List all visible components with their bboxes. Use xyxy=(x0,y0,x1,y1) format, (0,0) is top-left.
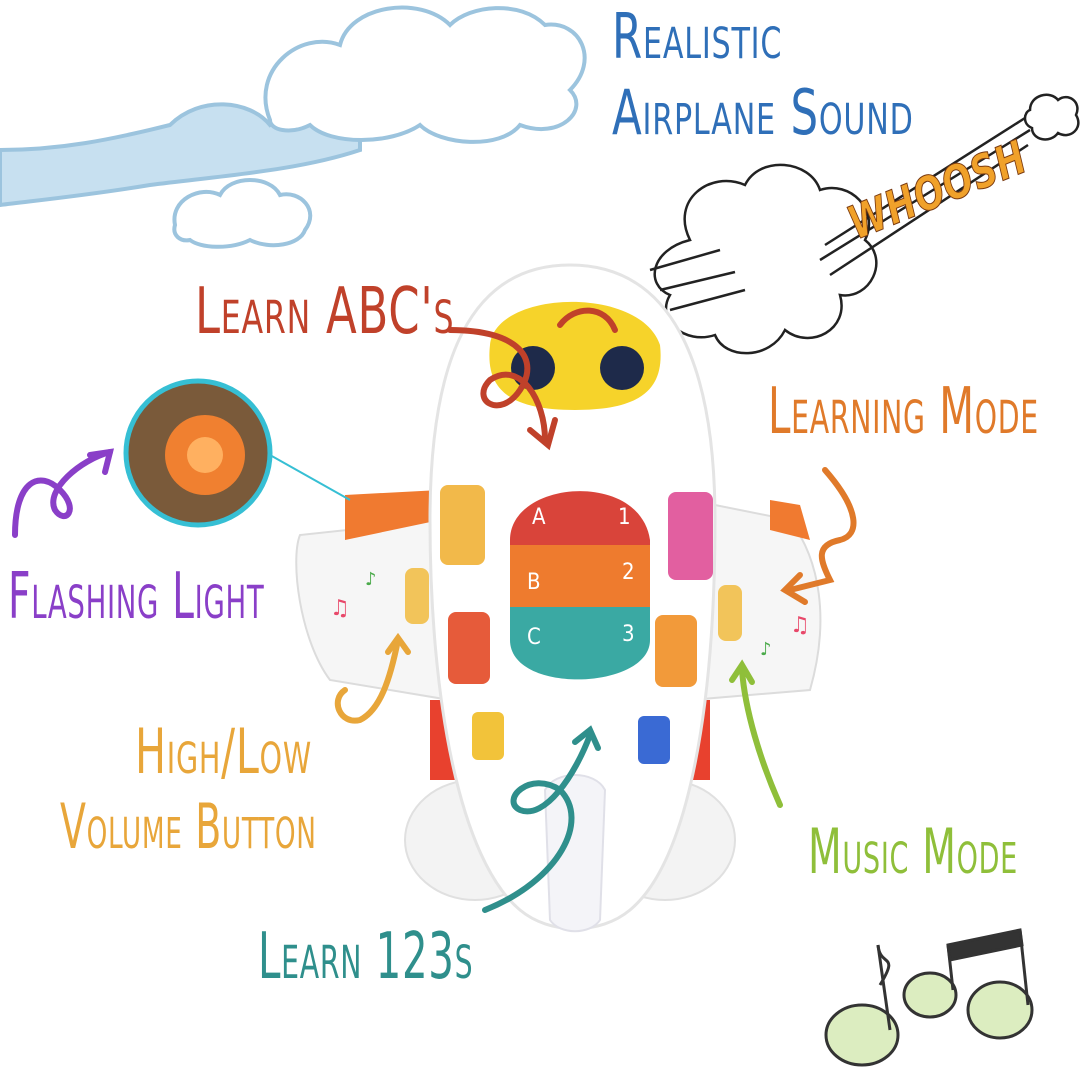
music-mode-label: Music Mode xyxy=(808,815,1018,888)
pad-number-1: 1 xyxy=(618,505,632,530)
curly-arrow-icon xyxy=(557,307,618,333)
pad-letter-b: B xyxy=(527,570,542,595)
headline-line2: Airplane Sound xyxy=(612,76,914,149)
pad-letter-a: A xyxy=(532,505,547,530)
pad-letter-c: C xyxy=(527,625,542,650)
curly-arrow-icon xyxy=(334,637,401,724)
learning-mode-label: Learning Mode xyxy=(768,375,1039,449)
pad-number-3: 3 xyxy=(622,622,636,647)
curly-arrow-icon xyxy=(482,732,593,913)
headline-line1: Realistic xyxy=(612,0,783,73)
cloud-icon xyxy=(0,5,587,249)
volume-label-line1: High/Low xyxy=(135,715,312,788)
svg-text:♪: ♪ xyxy=(760,639,772,660)
svg-text:♪: ♪ xyxy=(365,569,377,590)
airplane-toy-icon: ♫ ♪ ♫ ♪ xyxy=(295,263,822,933)
music-note-icon xyxy=(824,928,1034,1067)
curly-arrow-icon xyxy=(12,449,113,538)
smoke-puff-icon xyxy=(649,93,1080,355)
pad-number-2: 2 xyxy=(622,560,636,585)
curly-arrow-icon xyxy=(787,467,857,593)
curly-arrow-icon xyxy=(447,327,548,443)
svg-text:♫: ♫ xyxy=(790,613,810,638)
flashing-light-icon xyxy=(123,378,351,528)
curly-arrow-icon xyxy=(739,667,783,808)
learn-abc-label: Learn ABC's xyxy=(195,275,455,349)
number-letter-pad xyxy=(510,491,650,680)
svg-text:♫: ♫ xyxy=(330,596,350,621)
flashing-light-label: Flashing Light xyxy=(8,560,265,634)
learn-123-label: Learn 123s xyxy=(258,920,474,994)
volume-label-line2: Volume Button xyxy=(60,790,317,863)
